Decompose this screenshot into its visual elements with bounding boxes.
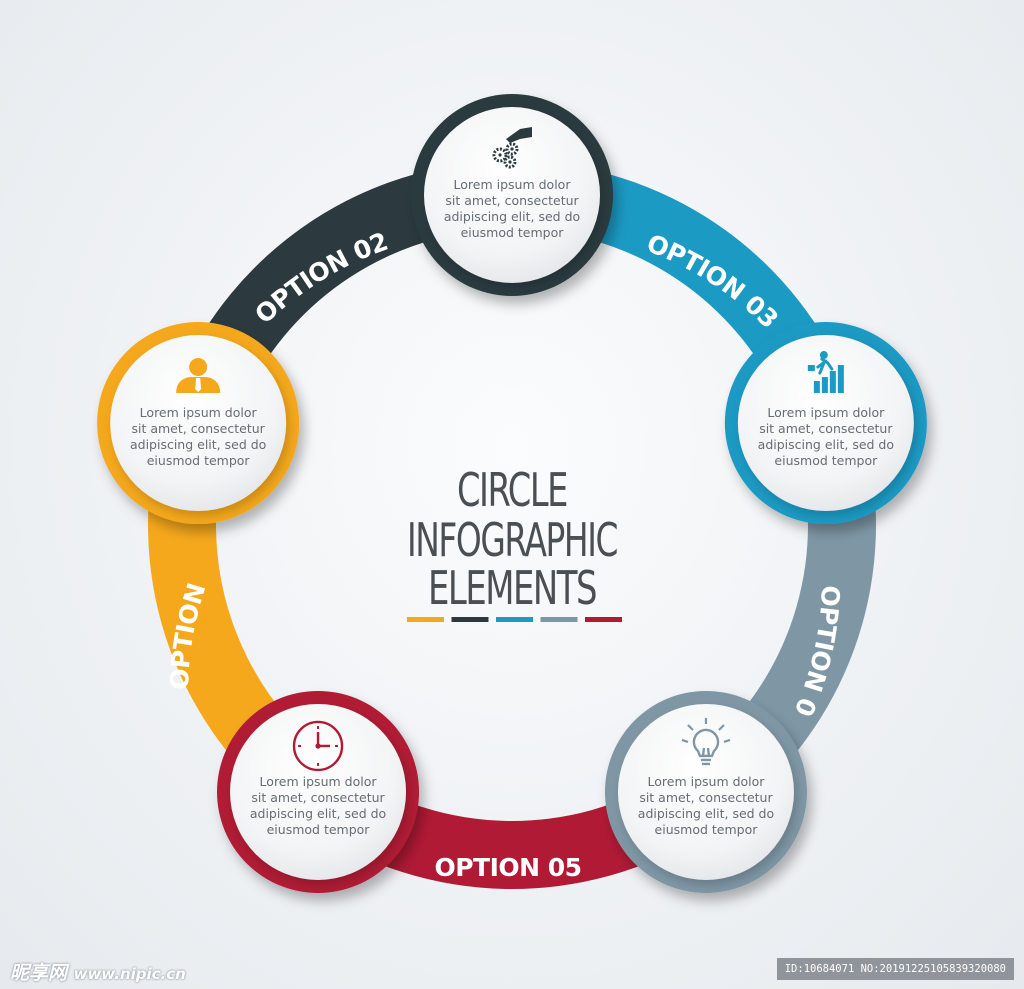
node-text-line: adipiscing elit, sed do bbox=[758, 437, 894, 452]
node-disc bbox=[737, 335, 914, 512]
growth-chart-runner-icon bbox=[807, 351, 844, 394]
watermark-logo: 昵享网 bbox=[10, 962, 68, 984]
node-text-line: eiusmod tempor bbox=[655, 822, 759, 837]
node-text-line: adipiscing elit, sed do bbox=[444, 209, 580, 224]
title-bar-4 bbox=[540, 617, 578, 622]
node-text-line: sit amet, consectetur bbox=[131, 421, 265, 436]
option-arc-5 bbox=[308, 770, 705, 889]
title-line-3: ELEMENTS bbox=[428, 561, 596, 615]
node-text-line: adipiscing elit, sed do bbox=[638, 806, 774, 821]
watermark-url: www.nipic.cn bbox=[73, 965, 186, 983]
node-text-line: adipiscing elit, sed do bbox=[130, 437, 266, 452]
watermark: 昵享网 www.nipic.cn bbox=[10, 958, 186, 984]
lightbulb-icon bbox=[681, 717, 731, 766]
title-bar-3 bbox=[496, 617, 533, 622]
node-text-line: Lorem ipsum dolor bbox=[767, 405, 885, 420]
node-disc bbox=[424, 107, 600, 283]
node-text-line: eiusmod tempor bbox=[774, 453, 878, 468]
node-text-line: sit amet, consectetur bbox=[445, 193, 579, 208]
node-text-line: Lorem ipsum dolor bbox=[454, 177, 572, 192]
node-disc bbox=[110, 335, 287, 512]
center-title: CIRCLE INFOGRAPHIC ELEMENTS bbox=[407, 463, 619, 615]
node-text-line: eiusmod tempor bbox=[461, 225, 565, 240]
node-text-line: adipiscing elit, sed do bbox=[250, 806, 386, 821]
node-text-line: sit amet, consectetur bbox=[759, 421, 893, 436]
title-bar-5 bbox=[585, 617, 622, 622]
clock-icon bbox=[292, 720, 344, 772]
title-color-bars bbox=[407, 617, 622, 622]
businessman-icon bbox=[176, 358, 221, 394]
node-text-line: sit amet, consectetur bbox=[251, 790, 385, 805]
node-text-line: Lorem ipsum dolor bbox=[648, 774, 766, 789]
node-text-line: Lorem ipsum dolor bbox=[140, 405, 258, 420]
node-text-line: eiusmod tempor bbox=[267, 822, 371, 837]
title-bar-2 bbox=[451, 617, 489, 622]
node-text-line: eiusmod tempor bbox=[147, 453, 251, 468]
node-disc bbox=[230, 703, 407, 880]
title-line-1: CIRCLE bbox=[457, 463, 567, 517]
option-05-label: OPTION 05 bbox=[434, 853, 581, 882]
node-text-line: Lorem ipsum dolor bbox=[260, 774, 378, 789]
image-id-badge: ID:10684071 NO:20191225105839320080 bbox=[776, 958, 1014, 980]
title-bar-1 bbox=[407, 617, 444, 622]
hand-gears-icon bbox=[492, 127, 532, 169]
node-disc bbox=[617, 703, 794, 880]
title-line-2: INFOGRAPHIC bbox=[407, 513, 617, 567]
node-text-line: sit amet, consectetur bbox=[639, 790, 773, 805]
